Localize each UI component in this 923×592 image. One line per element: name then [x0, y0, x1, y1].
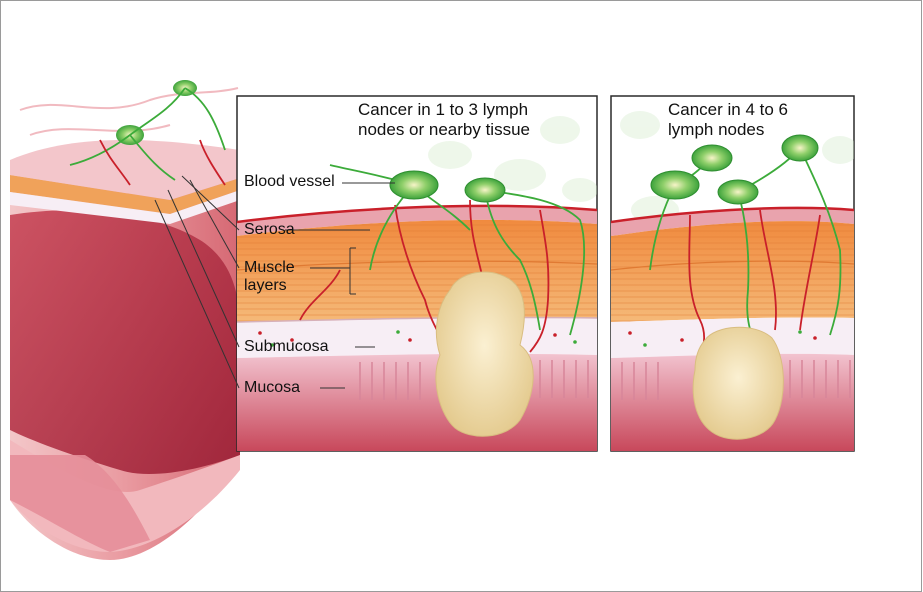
panel-2-title-line-1: Cancer in 4 to 6 — [668, 100, 788, 120]
mucosa-label: Mucosa — [244, 379, 300, 397]
submucosa-label: Submucosa — [244, 338, 329, 356]
panel-2-title-line-2: lymph nodes — [668, 120, 764, 140]
colon-illustration — [10, 80, 240, 560]
panel-2 — [611, 96, 858, 451]
serosa-label: Serosa — [244, 221, 295, 239]
muscle-layers-label-line-1: Muscle — [244, 259, 295, 277]
panel-1-title-line-2: nodes or nearby tissue — [358, 120, 530, 140]
panel-1-title-line-1: Cancer in 1 to 3 lymph — [358, 100, 528, 120]
muscle-layers-label-line-2: layers — [244, 277, 287, 295]
blood-vessel-label: Blood vessel — [244, 173, 335, 191]
